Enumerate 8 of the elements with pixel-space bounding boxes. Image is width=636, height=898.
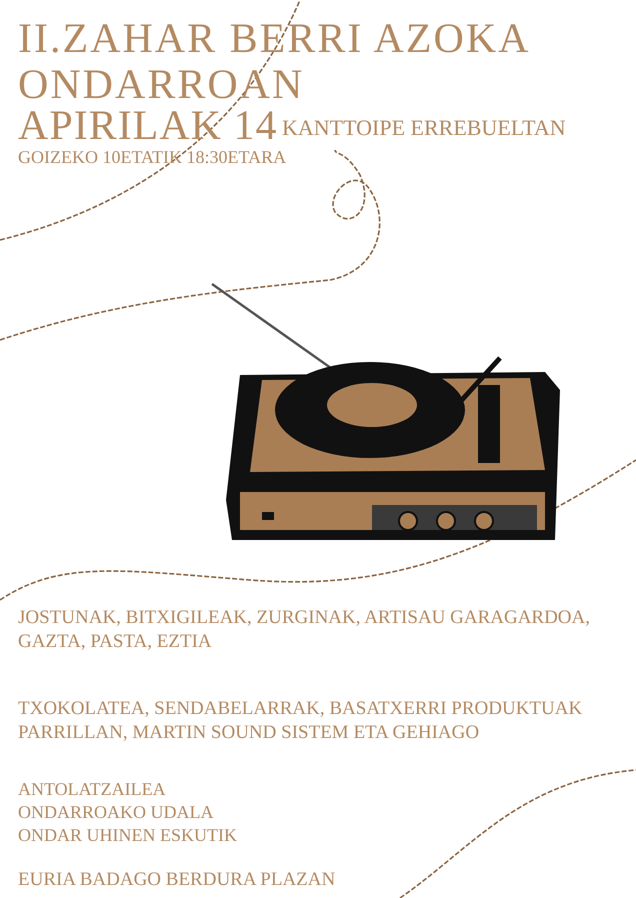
organizer-text: ONDAR UHINEN ESKUTIK: [18, 826, 237, 845]
event-location: KANTTOIPE ERREBUELTAN: [282, 116, 566, 140]
vendors-text: JOSTUNAK, BITXIGILEAK, ZURGINAK, ARTISAU GARAGARDOA, GAZTA, PASTA, EZTIA: [18, 606, 592, 654]
organizer-heading: ANTOLATZAILEA: [18, 780, 166, 799]
activities-text: TXOKOLATEA, SENDABELARRAK, BASATXERRI PRODUKTUAK PARRILLAN, MARTIN SOUND SISTEM ETA GEHIAGO: [18, 697, 584, 745]
event-hours: GOIZEKO 10ETATIK 18:30ETARA: [18, 148, 286, 167]
rain-notice: EURIA BADAGO BERDURA PLAZAN: [18, 870, 336, 890]
organizer-text: ONDARROAKO UDALA: [18, 803, 214, 822]
